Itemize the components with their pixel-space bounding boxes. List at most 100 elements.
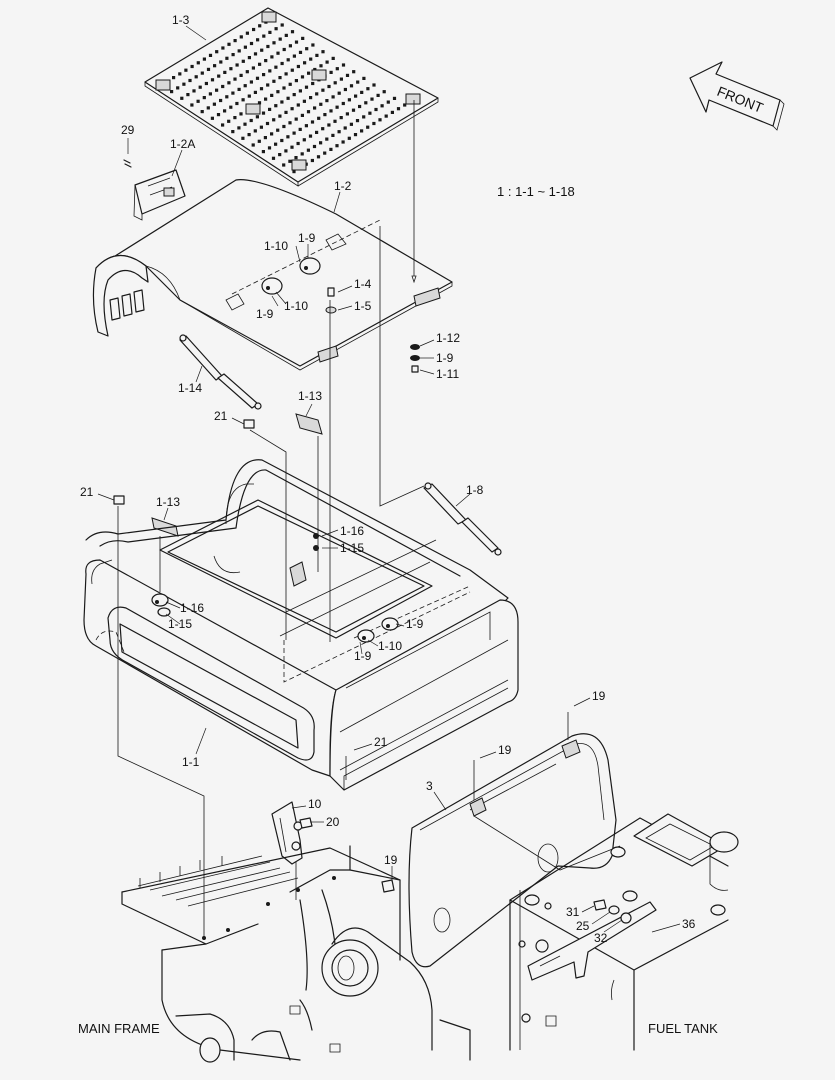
mat-hole [288, 121, 292, 125]
mat-hole [188, 78, 192, 83]
mat-hole [309, 57, 313, 61]
mat-hole [176, 86, 180, 90]
callout-31: 31 [566, 905, 580, 919]
callout-1-16: 1-16 [180, 601, 204, 615]
mat-hole [278, 37, 282, 41]
mat-hole [301, 36, 305, 40]
mat-hole [215, 88, 219, 92]
callout-1-14: 1-14 [178, 381, 202, 395]
mat-hole [284, 33, 288, 37]
mat-hole [229, 105, 233, 109]
mat-hole [206, 67, 211, 71]
mat-hole [272, 79, 276, 83]
mat-hole [180, 96, 184, 100]
mat-hole [233, 116, 237, 120]
mat-hole [172, 76, 176, 80]
mat-hole [200, 110, 204, 114]
callout-1-16: 1-16 [340, 524, 364, 538]
mat-hole [327, 84, 331, 89]
mat-hole [319, 64, 323, 68]
mat-hole [249, 118, 253, 123]
mat-hole [316, 155, 321, 159]
mat-hole [345, 73, 350, 77]
mat-hole [190, 103, 194, 107]
mat-hole [257, 101, 262, 105]
callout-10: 10 [308, 797, 322, 811]
callout-1-11: 1-11 [436, 367, 459, 381]
mat-hole [294, 40, 299, 44]
mat-hole [312, 144, 317, 149]
mat-hole [304, 85, 309, 89]
mat-hole [245, 31, 249, 35]
callout-19: 19 [592, 689, 606, 703]
mat-hole [225, 95, 229, 99]
callout-21: 21 [80, 485, 94, 499]
mat-hole [354, 94, 358, 98]
mat-hole [258, 24, 262, 28]
mat-hole [282, 86, 286, 90]
fuel-tank-part [509, 813, 739, 1051]
mat-hole [286, 96, 290, 100]
mat-hole [321, 88, 325, 92]
mat-hole [227, 81, 231, 85]
handle-upper [295, 413, 323, 435]
mat-hole [223, 109, 227, 113]
mat-hole [296, 64, 300, 69]
mat-hole [307, 71, 311, 75]
mat-hole [241, 59, 245, 63]
mat-hole [182, 82, 186, 86]
mat-hole [327, 123, 331, 127]
mat-hole [253, 90, 257, 94]
mat-hole [200, 71, 204, 75]
mat-hole [300, 152, 304, 156]
mat-hole [347, 136, 351, 140]
mat-hole [310, 158, 314, 163]
mounting-bracket-part [271, 801, 313, 865]
mat-hole [364, 101, 368, 105]
mat-hole [284, 149, 288, 153]
mat-hole [212, 102, 216, 106]
mat-hole [352, 70, 356, 74]
mat-hole [241, 98, 245, 102]
mat-hole [288, 44, 292, 48]
mat-hole [233, 77, 237, 81]
mat-hole [196, 99, 200, 103]
mat-hole [245, 70, 249, 74]
mat-hole [202, 57, 206, 61]
mat-hole [247, 133, 251, 137]
mat-hole [210, 116, 214, 120]
mat-hole [329, 147, 333, 151]
mat-hole [231, 130, 235, 134]
hinge-plates-upper [261, 257, 337, 314]
mat-hole [370, 97, 374, 101]
callout-21: 21 [214, 409, 228, 423]
mat-hole [202, 96, 206, 100]
callout-1-4: 1-4 [354, 277, 372, 291]
mat-hole [243, 45, 247, 49]
mat-hole [323, 151, 327, 155]
mat-hole [256, 38, 260, 42]
mat-hole [272, 41, 276, 45]
mat-hole [294, 79, 298, 83]
callout-1-10: 1-10 [284, 299, 308, 313]
mat-hole [278, 153, 282, 157]
mat-hole [258, 62, 262, 66]
mat-hole [270, 132, 274, 136]
mat-hole [333, 119, 337, 123]
mat-hole [315, 53, 319, 57]
mat-hole [253, 52, 258, 56]
mat-hole [262, 73, 266, 77]
mat-hole [260, 48, 264, 52]
mat-hole [317, 116, 321, 120]
callout-1-2a: 1-2A [170, 137, 195, 151]
mat-hole [325, 137, 329, 141]
mat-hole [198, 85, 202, 89]
mat-hole [251, 66, 255, 70]
mat-hole [341, 140, 345, 144]
fuel-tank-label: FUEL TANK [648, 1021, 718, 1036]
main-frame-part [121, 845, 471, 1063]
mat-hole [280, 23, 284, 27]
mat-hole [396, 107, 401, 111]
mat-hole [360, 90, 364, 94]
mat-hole [296, 103, 300, 107]
